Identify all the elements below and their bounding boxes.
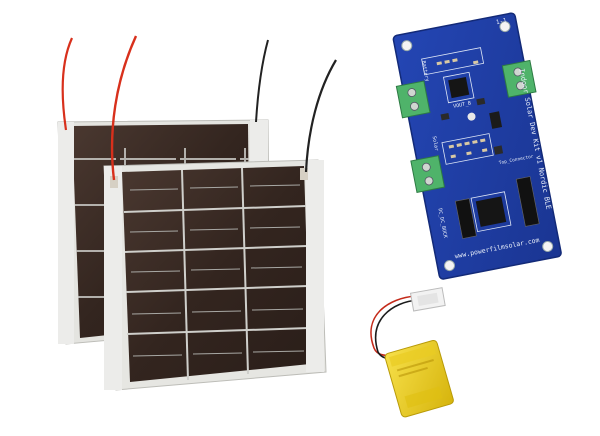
connector-header [515,176,540,227]
ic-chip-main [475,196,507,227]
red-wire-back [61,37,74,131]
terminal-block-battery [395,80,431,119]
pcb-dc-label: DC_DC_BUCK [436,208,448,239]
pcb-board: www.powerfilmsolar.com Indoor Solar Dev … [392,12,562,280]
terminal-block-solar [410,155,446,194]
terminal-block-output [501,59,537,98]
black-wire-back [255,39,269,123]
red-wire-front [110,35,138,181]
pcb-solar-label: Solar [431,136,440,152]
black-wire-front [304,59,337,173]
pcb-vout-label: VOUT_B [453,101,472,110]
solar-panel-front [103,159,327,391]
battery-connector [409,287,446,312]
battery-assembly [370,287,454,418]
pcb-revision-text: 1-1 [495,17,507,26]
battery-cell [384,339,454,418]
ic-chip-top [448,76,470,99]
pcb-battery-label: Battery [420,60,430,82]
